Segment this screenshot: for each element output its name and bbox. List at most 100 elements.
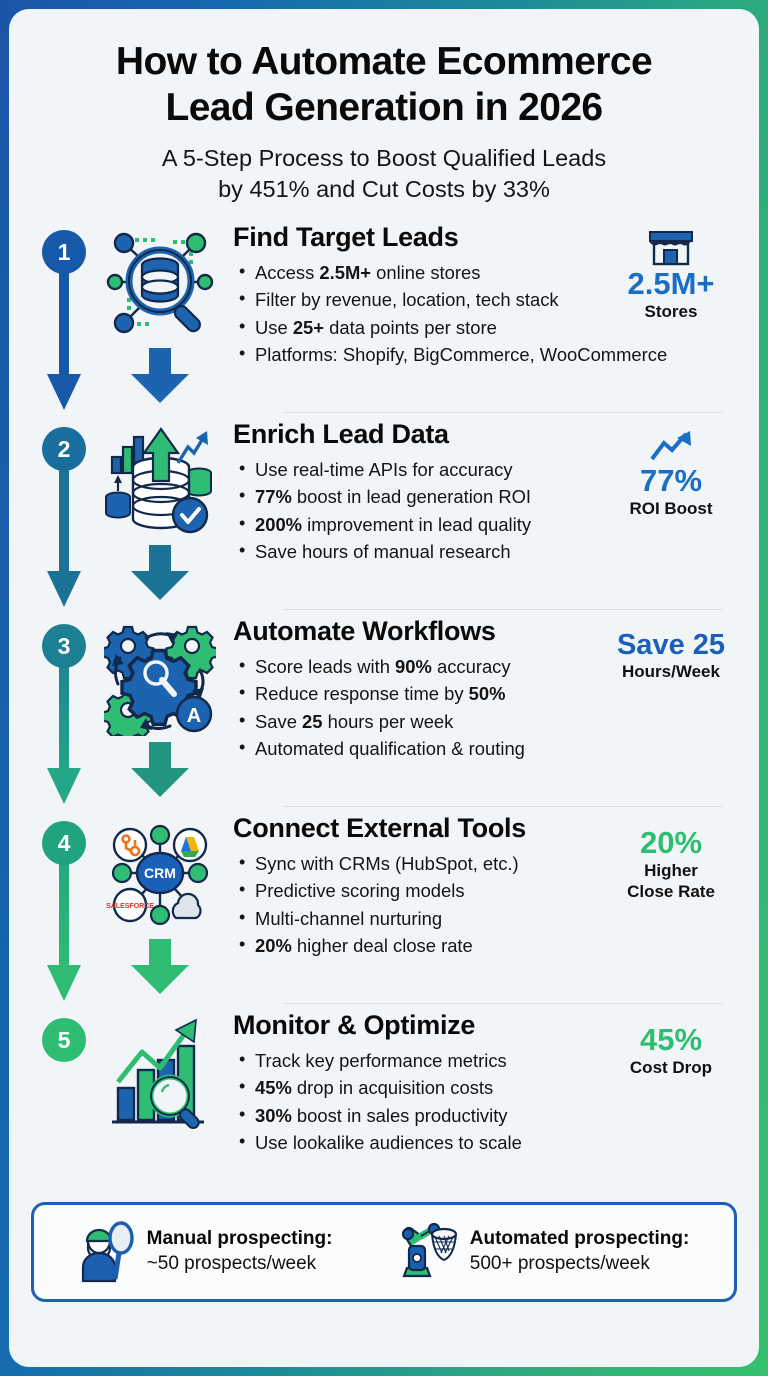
bullet-item: Track key performance metrics (233, 1046, 597, 1074)
stat-value: Save 25 (616, 629, 726, 662)
bullet-item: Reduce response time by 50% (233, 679, 597, 707)
section-divider (282, 806, 723, 808)
big-down-arrow-icon (131, 742, 189, 798)
bullet-pre: Save (255, 710, 303, 732)
stat-value: 2.5M+ (627, 266, 715, 302)
step-number: 3 (57, 632, 71, 659)
bullet-item: 77% boost in lead generation ROI (233, 482, 597, 510)
bullet-pre: Use (255, 316, 293, 338)
crm-hub-integrations-icon: SALESFORCE CRM (106, 825, 209, 926)
stat-label-line-2: Close Rate (627, 881, 715, 901)
stat-value: 45% (639, 1022, 703, 1058)
step-title: Find Target Leads (233, 222, 459, 253)
rail-arrow-icon (47, 843, 81, 1002)
step-bullets: Score leads with 90% accuracy Reduce res… (233, 652, 597, 762)
bullet-pre: Use real-time APIs for accuracy (255, 459, 513, 481)
step-stat: 45% Cost Drop (601, 1004, 741, 1078)
stat-label-line-1: Higher (644, 860, 698, 880)
step-bullets: Track key performance metrics 45% drop i… (233, 1046, 597, 1156)
bullet-bold: 2.5M+ (319, 262, 372, 284)
bullet-pre: Automated qualification & routing (255, 737, 525, 759)
bullet-pre: Save hours of manual research (255, 540, 511, 562)
subtitle-line-2: by 451% and Cut Costs by 33% (218, 175, 550, 202)
bullet-pre: Multi-channel nurturing (255, 907, 443, 929)
rail-arrow-icon (47, 252, 81, 411)
automated-prospecting-item: Automated prospecting: 500+ prospects/we… (394, 1220, 690, 1284)
step-stat: Save 25 Hours/Week (601, 610, 741, 681)
big-down-arrow-icon (131, 545, 189, 601)
stat-icon-placeholder (601, 1014, 741, 1022)
bullet-pre: Use lookalike audiences to scale (255, 1131, 522, 1153)
infographic-card: How to Automate Ecommerce Lead Generatio… (9, 9, 759, 1367)
bullet-bold: 25 (302, 710, 323, 732)
step-title: Automate Workflows (233, 616, 496, 647)
step-number: 4 (57, 829, 71, 856)
automated-prospecting-title: Automated prospecting: (469, 1228, 690, 1250)
stat-value: 20% (639, 825, 703, 861)
title-line-1: How to Automate Ecommerce (115, 40, 653, 83)
rail-arrow-icon (47, 646, 81, 805)
big-down-arrow-icon (131, 939, 189, 995)
step-icon-column (101, 413, 219, 601)
bullet-item: Save 25 hours per week (233, 707, 597, 735)
bullet-post: online stores (371, 262, 481, 284)
step-number: 2 (57, 435, 71, 462)
step-rail: 2 (27, 413, 101, 608)
bullet-bold: 25+ (292, 316, 325, 338)
bullet-item: Multi-channel nurturing (233, 904, 597, 932)
bullet-bold: 77% (255, 486, 292, 508)
bullet-post: improvement in lead quality (302, 513, 532, 535)
step-title: Monitor & Optimize (233, 1010, 476, 1041)
bullet-pre: Predictive scoring models (255, 880, 465, 902)
bullet-item: 20% higher deal close rate (233, 931, 597, 959)
step-row: 5 (27, 1004, 741, 1184)
trend-up-arrow-icon (601, 423, 741, 463)
bullet-bold: 20% (255, 934, 292, 956)
section-divider (282, 1003, 723, 1005)
bullet-pre: Reduce response time by (255, 683, 469, 705)
bullet-pre: Filter by revenue, location, tech stack (255, 289, 559, 311)
bullet-item: Filter by revenue, location, tech stack (233, 285, 597, 313)
svg-text:A: A (187, 705, 201, 727)
step-stat: 20% Higher Close Rate (601, 807, 741, 902)
section-divider (282, 412, 723, 414)
page-subtitle: A 5-Step Process to Boost Qualified Lead… (37, 143, 731, 204)
bullet-item: Platforms: Shopify, BigCommerce, WooComm… (233, 340, 667, 368)
step-number: 5 (57, 1026, 71, 1053)
bullet-item: Access 2.5M+ online stores (233, 258, 597, 286)
stat-label: Stores (644, 301, 698, 321)
automated-prospecting-text: Automated prospecting: 500+ prospects/we… (470, 1227, 690, 1276)
step-body: Connect External Tools Sync with CRMs (H… (219, 807, 601, 959)
bullet-bold: 200% (255, 513, 303, 535)
stat-label: Cost Drop (629, 1057, 713, 1077)
bullet-post: boost in lead generation ROI (291, 486, 532, 508)
bullet-pre: Sync with CRMs (HubSpot, etc.) (255, 853, 519, 875)
step-bullets: Use real-time APIs for accuracy 77% boos… (233, 455, 597, 565)
bullet-item: 30% boost in sales productivity (233, 1101, 597, 1129)
bullet-post: drop in acquisition costs (291, 1077, 494, 1099)
step-icon-column (101, 216, 219, 404)
step-badge-5: 5 (42, 1018, 86, 1063)
bullet-post: boost in sales productivity (291, 1104, 508, 1126)
step-number: 1 (57, 238, 71, 265)
manual-prospecting-text: Manual prospecting: ~50 prospects/week (147, 1227, 333, 1276)
manual-prospecting-detail: ~50 prospects/week (146, 1253, 317, 1275)
bullet-post: data points per store (324, 316, 497, 338)
step-row: 3 (27, 610, 741, 806)
bullet-item: Predictive scoring models (233, 876, 597, 904)
bullet-item: Use 25+ data points per store (233, 313, 597, 341)
bullet-pre: Access (255, 262, 320, 284)
step-body: Enrich Lead Data Use real-time APIs for … (219, 413, 601, 565)
bullet-item: Sync with CRMs (HubSpot, etc.) (233, 849, 597, 877)
stat-label: Hours/Week (622, 661, 720, 681)
step-rail: 1 (27, 216, 101, 411)
step-icon-column: A (101, 610, 219, 798)
gears-automation-icon: A (104, 626, 216, 737)
stat-icon-placeholder (601, 620, 741, 628)
step-icon-column (101, 1004, 219, 1134)
bullet-item: Use lookalike audiences to scale (233, 1128, 597, 1156)
step-body: Monitor & Optimize Track key performance… (219, 1004, 601, 1156)
bullet-item: 200% improvement in lead quality (233, 510, 597, 538)
step-title: Enrich Lead Data (233, 419, 449, 450)
person-with-net-icon (81, 1221, 134, 1283)
